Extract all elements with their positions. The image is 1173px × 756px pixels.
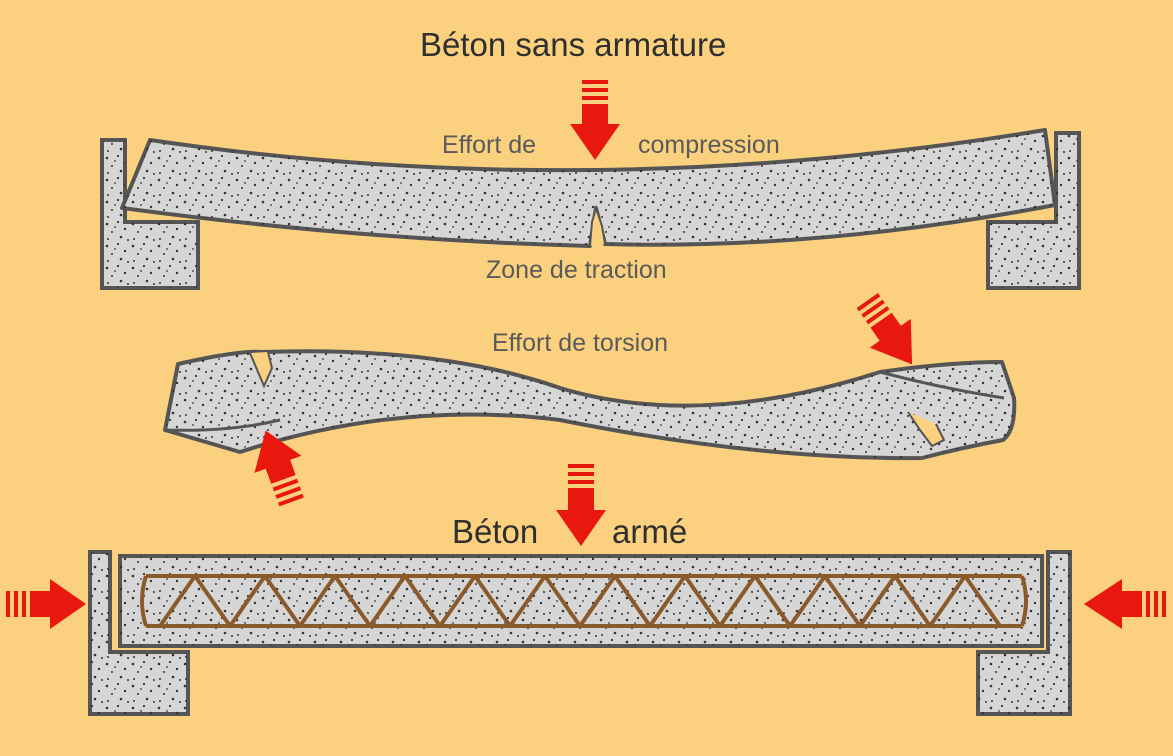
torsion-arrow-top bbox=[856, 293, 913, 365]
torsion-section bbox=[163, 293, 1017, 507]
straight-beam-texture bbox=[120, 556, 1042, 646]
torsion-crack-left bbox=[249, 351, 274, 389]
plain-concrete-section bbox=[100, 80, 1081, 290]
prestress-arrow-right bbox=[1084, 579, 1166, 629]
label-compression-right: compression bbox=[638, 131, 780, 159]
left-support-reinforced-texture bbox=[90, 552, 188, 714]
label-compression-left: Effort de bbox=[442, 131, 537, 159]
label-torsion: Effort de torsion bbox=[492, 329, 669, 357]
title-reinforced-left: Béton bbox=[452, 513, 539, 550]
load-arrow-top bbox=[556, 464, 606, 546]
left-support-texture bbox=[102, 140, 198, 288]
title-reinforced-right: armé bbox=[612, 513, 688, 550]
label-tension-zone: Zone de traction bbox=[486, 256, 667, 284]
torsion-arrow-bottom bbox=[254, 430, 304, 507]
reinforced-section bbox=[6, 464, 1166, 716]
right-support-texture bbox=[988, 133, 1079, 288]
title-plain-concrete: Béton sans armature bbox=[420, 26, 727, 63]
tension-crack bbox=[589, 204, 606, 247]
prestress-arrow-left bbox=[6, 579, 86, 629]
right-support-reinforced-texture bbox=[978, 552, 1070, 714]
torsion-crack-right bbox=[907, 411, 946, 448]
beam-twist-edge-right bbox=[879, 370, 1005, 400]
compression-arrow bbox=[570, 80, 620, 160]
twisted-beam-texture bbox=[165, 351, 1015, 459]
sagging-beam-texture bbox=[122, 130, 1055, 246]
rebar-cage bbox=[140, 574, 1028, 628]
beam-twist-edge bbox=[164, 418, 281, 432]
